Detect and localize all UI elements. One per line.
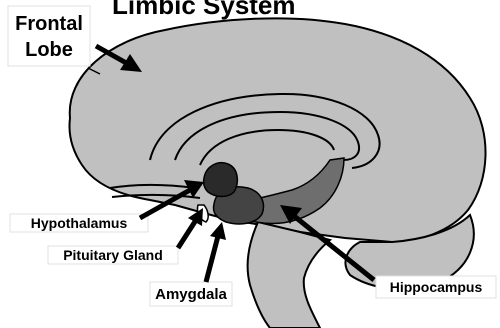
title-fragment: Limbic System	[112, 0, 296, 20]
pituitary-gland-label: Pituitary Gland	[48, 246, 178, 264]
hypothalamus-label: Hypothalamus	[10, 214, 148, 232]
amygdala-arrow	[206, 222, 226, 282]
pituitary-gland-label-text: Pituitary Gland	[63, 247, 163, 263]
frontal-lobe-label-line2: Lobe	[25, 39, 73, 61]
hippocampus-label-text: Hippocampus	[390, 279, 483, 295]
hippocampus-label: Hippocampus	[376, 276, 496, 298]
amygdala-label-text: Amygdala	[155, 286, 227, 303]
frontal-lobe-label: Frontal Lobe	[8, 6, 90, 66]
pituitary-gland-arrow	[178, 208, 203, 248]
title-fragment-text: Limbic System	[112, 0, 296, 20]
amygdala-label: Amygdala	[150, 282, 232, 306]
hypothalamus-label-text: Hypothalamus	[31, 215, 128, 231]
frontal-lobe-label-line1: Frontal	[15, 13, 83, 35]
hypothalamus-shape	[204, 163, 238, 197]
